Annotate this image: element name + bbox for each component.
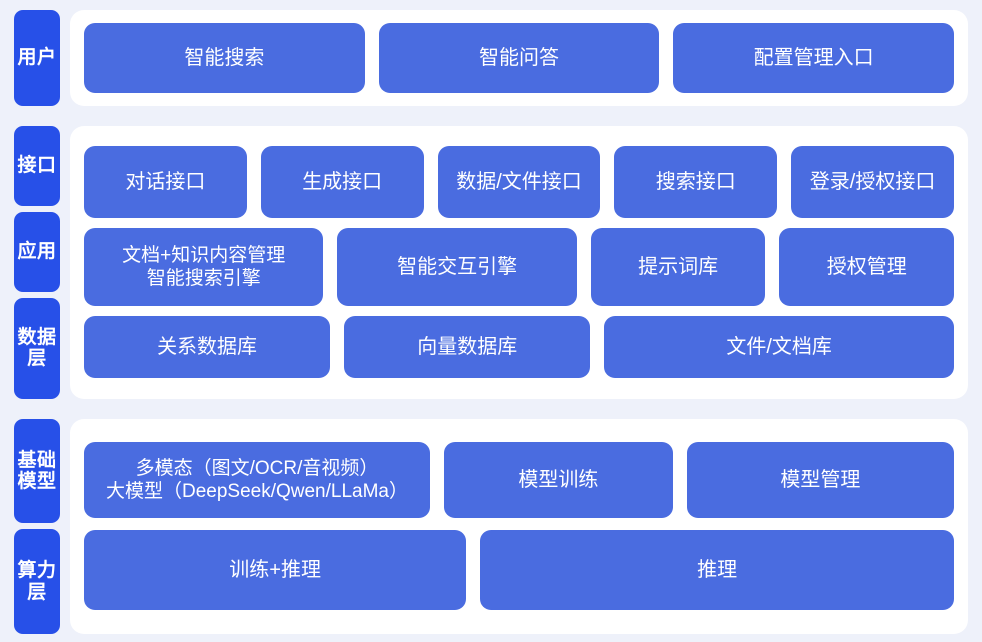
box-file-document-store[interactable]: 文件/文档库	[604, 316, 954, 379]
box-model-management[interactable]: 模型管理	[686, 442, 955, 519]
box-relational-database[interactable]: 关系数据库	[84, 316, 331, 379]
layer-tab-data[interactable]: 数据层	[14, 297, 60, 399]
box-intelligent-search[interactable]: 智能搜索	[84, 23, 365, 93]
layer-tab-compute[interactable]: 算力层	[14, 529, 60, 635]
layer-tab-base-model[interactable]: 基础模型	[14, 418, 60, 524]
row-models: 多模态（图文/OCR/音视频） 大模型（DeepSeek/Qwen/LLaMa）…	[84, 442, 955, 519]
box-authorization-management[interactable]: 授权管理	[779, 228, 954, 307]
box-login-auth-api[interactable]: 登录/授权接口	[791, 146, 954, 219]
box-dialog-api[interactable]: 对话接口	[84, 146, 247, 219]
box-search-api[interactable]: 搜索接口	[614, 146, 778, 219]
row-application: 文档+知识内容管理 智能搜索引擎 智能交互引擎 提示词库 授权管理	[84, 228, 954, 307]
layer-tab-application[interactable]: 应用	[14, 211, 60, 292]
section-middle: 接口 应用 数据层 对话接口 生成接口 数据/文件接口 搜索接口 登录/授权接口…	[14, 126, 968, 399]
section-user-tabs: 用户	[14, 10, 60, 106]
section-middle-panel: 对话接口 生成接口 数据/文件接口 搜索接口 登录/授权接口 文档+知识内容管理…	[70, 126, 968, 399]
box-intelligent-interaction-engine[interactable]: 智能交互引擎	[337, 228, 577, 307]
box-prompt-library[interactable]: 提示词库	[590, 228, 766, 307]
box-inference[interactable]: 推理	[480, 530, 954, 611]
box-intelligent-qa[interactable]: 智能问答	[378, 23, 660, 93]
section-middle-tabs: 接口 应用 数据层	[14, 126, 60, 399]
box-data-file-api[interactable]: 数据/文件接口	[437, 146, 601, 219]
section-base-panel: 多模态（图文/OCR/音视频） 大模型（DeepSeek/Qwen/LLaMa）…	[70, 418, 968, 634]
box-config-management-entry[interactable]: 配置管理入口	[673, 23, 955, 93]
row-user-entries: 智能搜索 智能问答 配置管理入口	[84, 23, 955, 93]
box-multimodal-large-model[interactable]: 多模态（图文/OCR/音视频） 大模型（DeepSeek/Qwen/LLaMa）	[84, 442, 430, 519]
box-training-and-inference[interactable]: 训练+推理	[84, 530, 467, 611]
row-interface: 对话接口 生成接口 数据/文件接口 搜索接口 登录/授权接口	[84, 146, 954, 219]
box-model-training[interactable]: 模型训练	[443, 442, 673, 519]
box-vector-database[interactable]: 向量数据库	[344, 316, 591, 379]
section-base-tabs: 基础模型 算力层	[14, 418, 60, 635]
section-user-panel: 智能搜索 智能问答 配置管理入口	[70, 10, 968, 106]
row-compute: 训练+推理 推理	[84, 530, 954, 611]
section-user: 用户 智能搜索 智能问答 配置管理入口	[14, 10, 968, 106]
row-data: 关系数据库 向量数据库 文件/文档库	[84, 316, 954, 379]
layer-tab-interface[interactable]: 接口	[14, 126, 60, 206]
box-document-knowledge-management[interactable]: 文档+知识内容管理 智能搜索引擎	[84, 228, 324, 307]
section-base: 基础模型 算力层 多模态（图文/OCR/音视频） 大模型（DeepSeek/Qw…	[14, 418, 968, 635]
box-generation-api[interactable]: 生成接口	[260, 146, 424, 219]
layer-tab-user[interactable]: 用户	[14, 10, 60, 106]
